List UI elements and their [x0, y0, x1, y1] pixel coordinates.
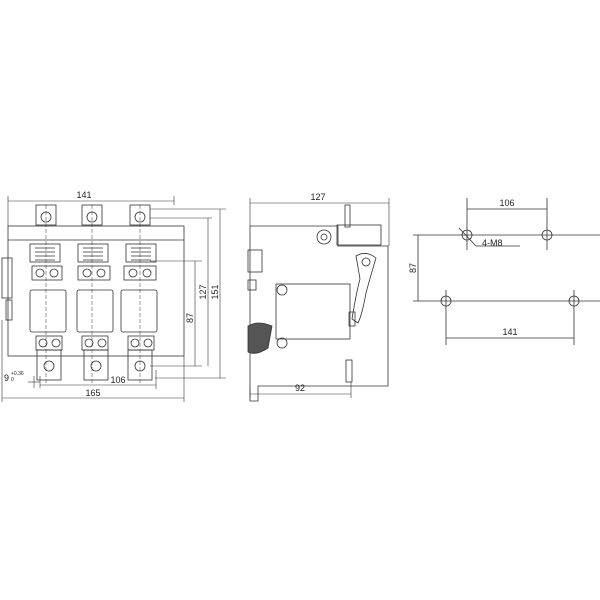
dim-front-87: 87: [185, 313, 195, 323]
front-view: [1, 204, 185, 385]
dim-side-92: 92: [295, 383, 305, 393]
front-view-dimensions: [1, 196, 226, 402]
dim-mount-hole: 4-M8: [482, 238, 503, 248]
side-view: [247, 204, 389, 402]
dim-mount-87: 87: [408, 263, 418, 273]
dim-front-9-tol-upper: +0.36: [11, 371, 24, 377]
dimension-labels: 141 165 106 9 +0.36 0 87 127 151 127 92 …: [4, 190, 518, 398]
dim-mount-106: 106: [499, 198, 514, 208]
dim-front-165: 165: [85, 388, 100, 398]
dim-front-9-tol-lower: 0: [11, 377, 14, 383]
dim-side-127: 127: [310, 192, 325, 202]
dim-front-151: 151: [210, 284, 220, 299]
dim-front-106: 106: [110, 375, 125, 385]
side-view-dimensions: [249, 198, 390, 398]
dim-front-127: 127: [198, 284, 208, 299]
dim-mount-141: 141: [502, 327, 517, 337]
dim-front-141: 141: [76, 190, 91, 200]
dim-front-9: 9: [4, 373, 9, 383]
mounting-view: [413, 198, 600, 345]
